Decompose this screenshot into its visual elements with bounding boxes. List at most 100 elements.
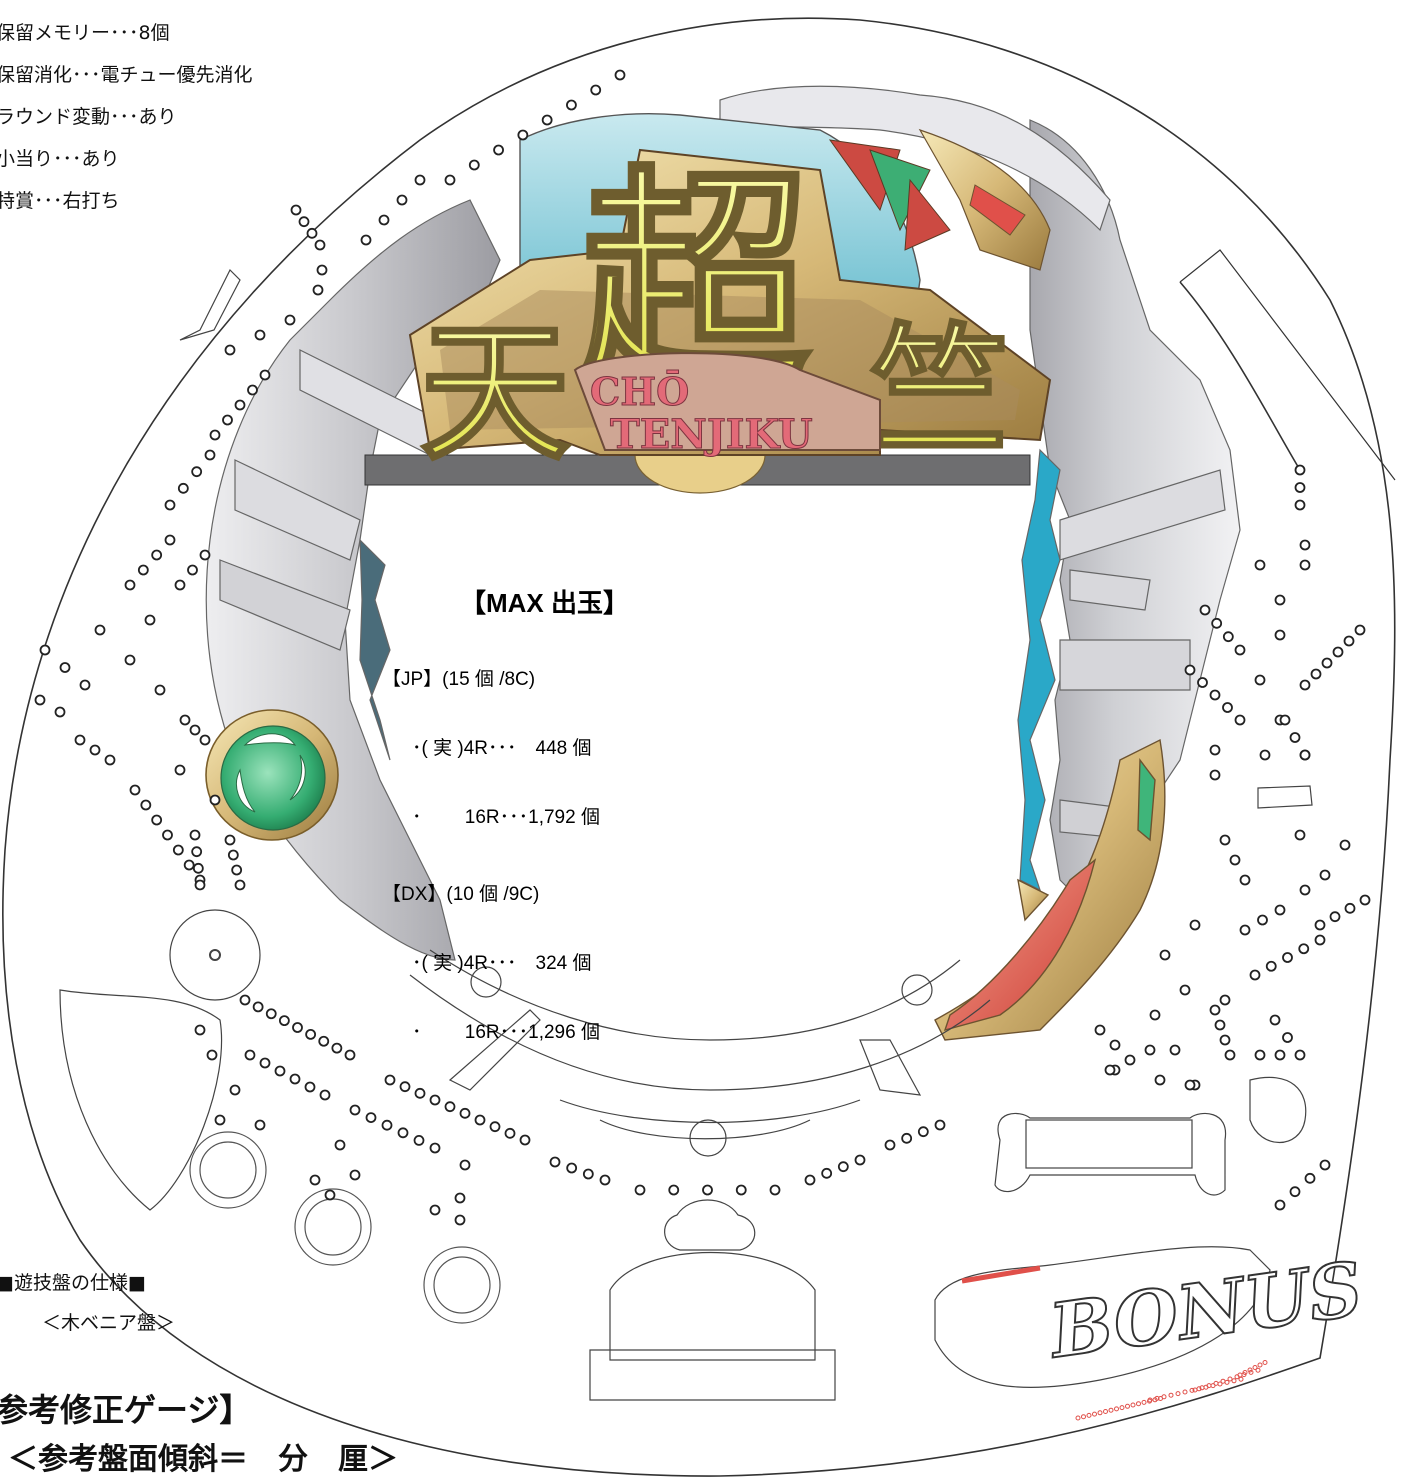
- nail-pin: [254, 329, 266, 341]
- red-dot: [1238, 1376, 1244, 1382]
- nail-pins: [34, 69, 1371, 1226]
- max-payout-heading: 【MAX 出玉】: [460, 588, 630, 618]
- red-dot: [1199, 1385, 1205, 1391]
- logo-romaji-cho: CHŌ: [590, 369, 689, 414]
- nail-pin: [194, 879, 206, 891]
- nail-pin: [194, 1024, 206, 1036]
- nail-pin: [259, 1057, 271, 1069]
- nail-pin: [229, 1084, 241, 1096]
- red-dot: [1125, 1403, 1130, 1409]
- nail-pin: [334, 1139, 346, 1151]
- red-dot: [1119, 1405, 1125, 1411]
- nail-pin: [429, 1142, 441, 1154]
- nail-pin: [1234, 644, 1246, 656]
- red-dot: [1136, 1401, 1141, 1407]
- nail-pin: [365, 1112, 377, 1123]
- red-dot: [1224, 1379, 1230, 1385]
- nail-pin: [234, 879, 246, 891]
- nail-pin: [316, 264, 328, 276]
- red-dot: [1147, 1397, 1153, 1403]
- nail-pin: [305, 1028, 317, 1040]
- logo-romaji-tenjiku: TENJIKU: [610, 411, 813, 458]
- center-lower-structure: [189, 785, 1313, 1401]
- left-emerald-ornament: [205, 709, 339, 841]
- nail-pin: [384, 1074, 396, 1086]
- nail-pin: [318, 1035, 330, 1047]
- nail-pin: [179, 714, 191, 726]
- spec-item: 特賞･･･右打ち: [0, 190, 120, 212]
- nail-pin: [1257, 914, 1268, 926]
- nail-pin: [1219, 994, 1231, 1006]
- nail-pin: [1219, 1034, 1231, 1046]
- nail-pin: [459, 1107, 471, 1119]
- nail-pin: [917, 1126, 929, 1138]
- nail-pin: [292, 1022, 303, 1033]
- nail-pin: [414, 1087, 426, 1099]
- nail-pin: [1149, 1009, 1161, 1021]
- nail-pin: [541, 114, 553, 126]
- nail-pin: [1199, 604, 1211, 616]
- nail-pin: [289, 1073, 301, 1085]
- nail-pin: [1279, 714, 1291, 726]
- nail-pin: [590, 84, 602, 96]
- nail-pin: [1184, 664, 1196, 676]
- nail-pin: [1197, 677, 1208, 688]
- nail-pin: [124, 579, 136, 591]
- red-dot: [1192, 1387, 1198, 1393]
- nail-pin: [265, 1008, 277, 1020]
- logo-kanji-ten: 天: [420, 305, 570, 481]
- nail-pin: [1094, 1024, 1106, 1036]
- nail-pin: [124, 654, 136, 666]
- nail-pin: [821, 1167, 833, 1179]
- nail-pin: [413, 1135, 425, 1146]
- nail-pin: [284, 314, 296, 326]
- nail-pin: [1229, 854, 1241, 866]
- nail-pin: [1321, 657, 1333, 669]
- nail-pin: [199, 549, 211, 561]
- nail-pin: [244, 1049, 256, 1061]
- red-dot: [1075, 1415, 1081, 1421]
- nail-pin: [94, 624, 106, 636]
- nail-pin: [247, 384, 258, 396]
- nail-pin: [1124, 1054, 1136, 1066]
- nail-pin: [1211, 617, 1223, 629]
- spec-item: 保留消化･･･電チュー優先消化: [0, 64, 253, 86]
- nail-pin: [1314, 919, 1326, 931]
- nail-pin: [1274, 904, 1286, 916]
- nail-pin: [314, 239, 326, 251]
- nail-pin: [199, 734, 211, 746]
- nail-pin: [349, 1169, 361, 1181]
- red-dot: [1247, 1367, 1253, 1373]
- nail-pin: [1274, 1049, 1286, 1061]
- red-dot: [1092, 1411, 1097, 1417]
- nail-pin: [154, 684, 166, 696]
- nail-pin: [1299, 539, 1311, 551]
- nail-pin: [1144, 1044, 1156, 1056]
- nail-pin: [1294, 829, 1306, 841]
- nail-pin: [239, 994, 251, 1006]
- nail-pin: [1224, 1049, 1236, 1061]
- nail-pin: [1209, 689, 1221, 701]
- nail-pin: [191, 466, 203, 478]
- nail-pin: [189, 724, 201, 736]
- jp-line-16r: ･ 16R･･･1,792 個: [412, 807, 600, 828]
- spec-item: ラウンド変動･･･あり: [0, 106, 177, 128]
- nail-pin: [290, 204, 302, 216]
- nail-pin: [1269, 1014, 1281, 1026]
- nail-pin: [298, 216, 310, 228]
- nail-pin: [192, 862, 204, 874]
- red-dot: [1114, 1406, 1119, 1412]
- red-dot: [1154, 1395, 1160, 1401]
- nail-pin: [459, 1159, 471, 1171]
- nail-pin: [39, 644, 51, 656]
- nail-pin: [231, 864, 243, 876]
- nail-pin: [54, 706, 66, 718]
- bonus-label: BONUS: [1043, 1246, 1368, 1375]
- red-dot: [1161, 1394, 1167, 1400]
- nail-pin: [34, 694, 46, 706]
- nail-pin: [735, 1184, 747, 1196]
- nail-pin: [1209, 744, 1221, 756]
- nail-pin: [104, 754, 116, 766]
- nail-pin: [1354, 624, 1366, 636]
- nail-pin: [1343, 635, 1355, 647]
